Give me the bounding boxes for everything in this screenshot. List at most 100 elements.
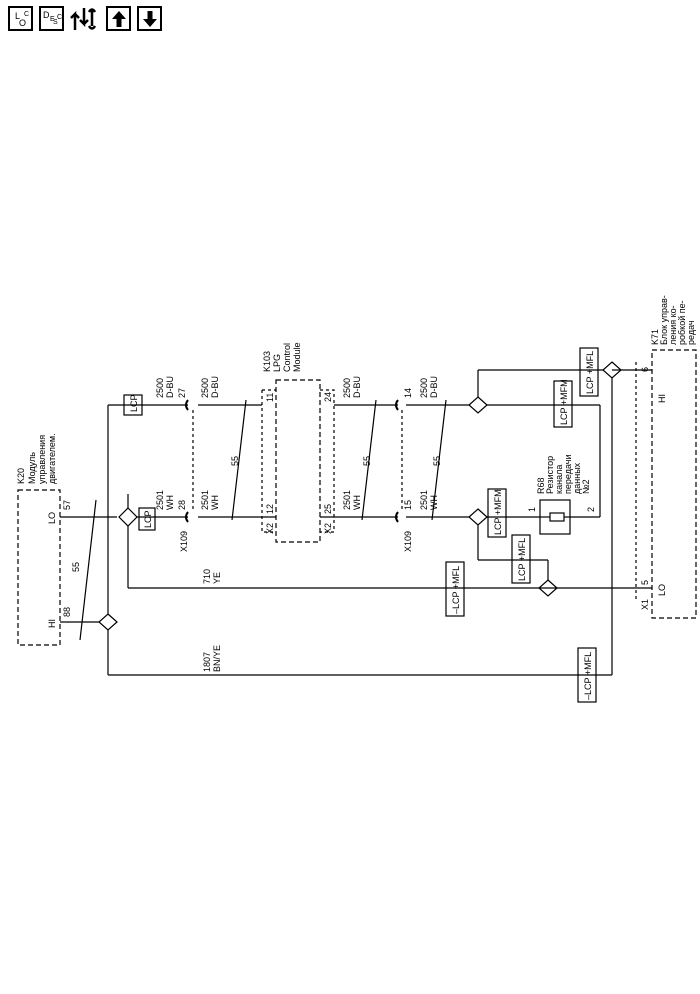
- box-neg-lcp-mfl-bottom: [577, 647, 597, 703]
- box-lcp-mfl-top: [579, 347, 599, 397]
- splice-dbu: [468, 396, 488, 414]
- k103-x2-left: X2: [265, 523, 275, 534]
- box-lcp-mfl-top-text: LCP +MFL: [585, 351, 595, 394]
- wire-dbu-a: D-BU: [165, 376, 175, 398]
- splice-hi: [98, 613, 118, 631]
- box-lcp-mfm-right: [553, 380, 573, 428]
- r68-id: R68: [536, 477, 546, 494]
- arrow-up-icon[interactable]: [106, 6, 131, 31]
- box-neg-lcp-mfl: [445, 561, 465, 617]
- twist-label-k20: 55: [71, 562, 81, 572]
- wire-2501-d: 2501: [419, 490, 429, 510]
- k20-line2: управления: [37, 435, 47, 484]
- wire-bnye: BN/YE: [212, 645, 222, 672]
- twist-label-right: 55: [432, 456, 442, 466]
- wire-2500-d: 2500: [419, 378, 429, 398]
- k20-line1: Модуль: [27, 452, 37, 484]
- box-lcp-mfl-mid: [511, 534, 531, 584]
- wire-ye: YE: [212, 572, 222, 584]
- conn-pin-14: 14: [403, 388, 413, 398]
- conn-x109-right: X109: [403, 531, 413, 552]
- twist-label-left: 55: [230, 456, 240, 466]
- splice-lo: [118, 507, 138, 527]
- wire-wh-c: WH: [352, 495, 362, 510]
- signal-wrench-icon[interactable]: [70, 6, 100, 31]
- k20-module-box: [17, 489, 61, 646]
- k103-pin-25: 25: [323, 504, 333, 514]
- conn-pin-15: 15: [403, 500, 413, 510]
- splice-wh: [468, 508, 488, 526]
- r68-line5: №2: [581, 479, 591, 494]
- r68-pin2: 2: [586, 507, 596, 512]
- k20-pin-lo: 57: [62, 500, 72, 510]
- k103-pin-12: 12: [265, 504, 275, 514]
- k103-id: K103: [262, 351, 272, 372]
- desc-icon-e: E: [50, 16, 55, 23]
- k20-pin-hi: 88: [62, 607, 72, 617]
- loc-icon-c: C: [24, 11, 30, 18]
- splice-bnye: [602, 361, 622, 379]
- wire-dbu-d: D-BU: [429, 376, 439, 398]
- k103-line3: Module: [292, 342, 302, 372]
- k103-line2: Control: [282, 343, 292, 372]
- conn-pin-28: 28: [177, 500, 187, 510]
- box-neg-lcp-mfl-text: –LCP +MFL: [451, 566, 461, 614]
- k103-x2-right: X2: [323, 523, 333, 534]
- k71-id: K71: [650, 329, 660, 345]
- box-lcp-mid-text: LCP: [143, 510, 153, 528]
- box-neg-lcp-mfl-bottom-text: –LCP +MFL: [583, 652, 593, 700]
- wire-2501-c: 2501: [342, 490, 352, 510]
- k71-module-box: [651, 349, 697, 619]
- twist-label-mid: 55: [362, 456, 372, 466]
- desc-icon-c: C: [57, 14, 63, 21]
- wire-wh-a: WH: [165, 495, 175, 510]
- toolbar: L O C D E S C: [8, 6, 162, 36]
- k103-pin-24: 24: [323, 392, 333, 402]
- k20-lo: LO: [47, 512, 57, 524]
- r68-line4: данных: [572, 462, 582, 494]
- k20-hi: HI: [47, 619, 57, 628]
- k103-pin-11: 11: [265, 393, 275, 402]
- k71-line2: ления ко-: [668, 305, 678, 345]
- desc-icon[interactable]: D E S C: [39, 6, 64, 31]
- wire-710: 710: [202, 569, 212, 584]
- loc-icon-l: L: [15, 11, 21, 21]
- k71-line1: Блок управ-: [659, 295, 669, 345]
- box-lcp-top-text: LCP: [129, 394, 139, 412]
- wire-wh-d: WH: [429, 495, 439, 510]
- k71-line4: редач: [686, 320, 696, 345]
- wire-dbu-c: D-BU: [352, 376, 362, 398]
- box-lcp-top: [123, 394, 143, 416]
- desc-icon-d: D: [43, 10, 50, 20]
- wire-wh-b: WH: [210, 495, 220, 510]
- splice-ye: [538, 579, 558, 597]
- wire-2501-a: 2501: [155, 490, 165, 510]
- k20-id: K20: [16, 468, 26, 484]
- wire-2500-c: 2500: [342, 378, 352, 398]
- box-lcp-mfm-mid: [487, 488, 507, 538]
- r68-pin1: 1: [527, 507, 537, 512]
- loc-icon-o: O: [19, 18, 27, 28]
- k103-module-box: [275, 379, 321, 543]
- box-lcp-mfm-right-text: LCP +MFM: [559, 379, 569, 425]
- conn-pin-27: 27: [177, 388, 187, 398]
- k71-pin-hi: 6: [640, 367, 650, 372]
- box-lcp-mfm-mid-text: LCP +MFM: [493, 489, 503, 535]
- r68-line2: канала: [554, 465, 564, 494]
- k71-x1: X1: [640, 599, 650, 610]
- loc-icon[interactable]: L O C: [8, 6, 33, 31]
- wire-1807: 1807: [202, 652, 212, 672]
- desc-icon-s: S: [53, 19, 58, 26]
- k20-line3: двигателем.: [47, 433, 57, 484]
- wire-2500-b: 2500: [200, 378, 210, 398]
- r68-line3: передачи: [563, 455, 573, 494]
- conn-x109-left: X109: [179, 531, 189, 552]
- k71-pin-lo: 5: [640, 580, 650, 585]
- box-lcp-mid: [138, 507, 156, 531]
- wire-2501-b: 2501: [200, 490, 210, 510]
- k71-lo: LO: [657, 584, 667, 596]
- k71-line3: робкой пе-: [677, 300, 687, 345]
- k103-line1: LPG: [272, 354, 282, 372]
- arrow-down-icon[interactable]: [137, 6, 162, 31]
